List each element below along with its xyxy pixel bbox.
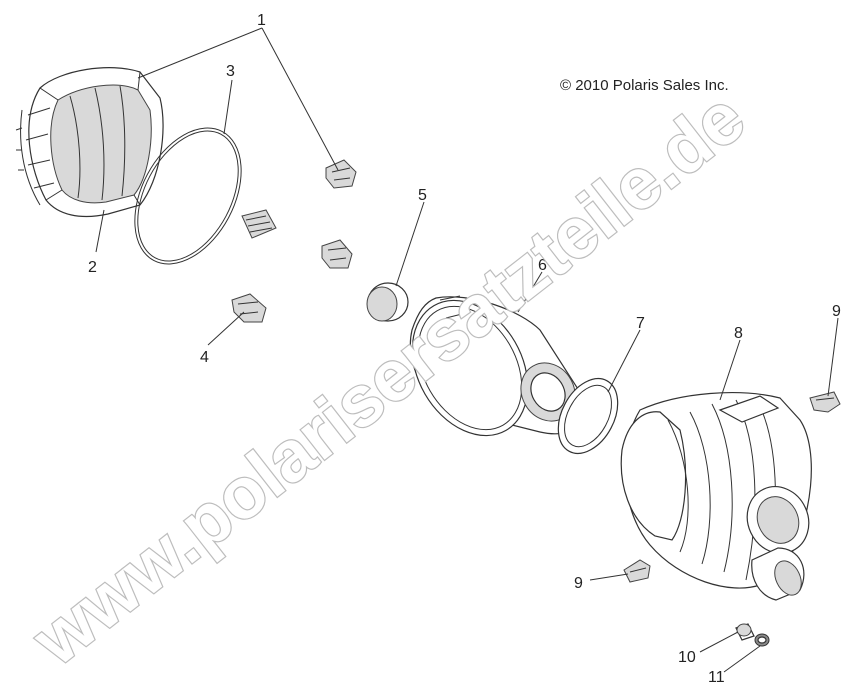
callout-labels: 1 2 3 4 5 6 7 8 9 9 10 11 bbox=[88, 12, 841, 686]
elbow-fitting-upper-part bbox=[809, 391, 841, 413]
callout-5: 5 bbox=[418, 187, 427, 204]
clip-upper-part bbox=[325, 159, 357, 189]
callout-8: 8 bbox=[734, 325, 743, 342]
callout-1: 1 bbox=[257, 12, 266, 29]
spring-clip-part bbox=[241, 209, 277, 239]
gasket-ring-part bbox=[134, 127, 242, 265]
seal-ring-part bbox=[557, 378, 619, 454]
leader-lines bbox=[95, 27, 839, 673]
callout-4: 4 bbox=[200, 349, 209, 366]
drain-tube-part bbox=[735, 623, 755, 641]
clip-middle-part bbox=[321, 239, 353, 269]
callout-11: 11 bbox=[708, 669, 725, 686]
plug-cap-part bbox=[366, 282, 409, 322]
callout-9-lower: 9 bbox=[574, 575, 583, 592]
callout-2: 2 bbox=[88, 259, 97, 276]
hose-clamp-part bbox=[754, 633, 770, 647]
airbox-housing-part bbox=[620, 392, 812, 601]
copyright-text: © 2010 Polaris Sales Inc. bbox=[560, 77, 729, 94]
callout-3: 3 bbox=[226, 63, 235, 80]
callout-9-upper: 9 bbox=[832, 303, 841, 320]
callout-10: 10 bbox=[678, 649, 696, 666]
callout-6: 6 bbox=[538, 257, 547, 274]
callout-7: 7 bbox=[636, 315, 645, 332]
airbox-cover-part bbox=[15, 67, 164, 217]
elbow-fitting-lower-part bbox=[623, 559, 651, 583]
